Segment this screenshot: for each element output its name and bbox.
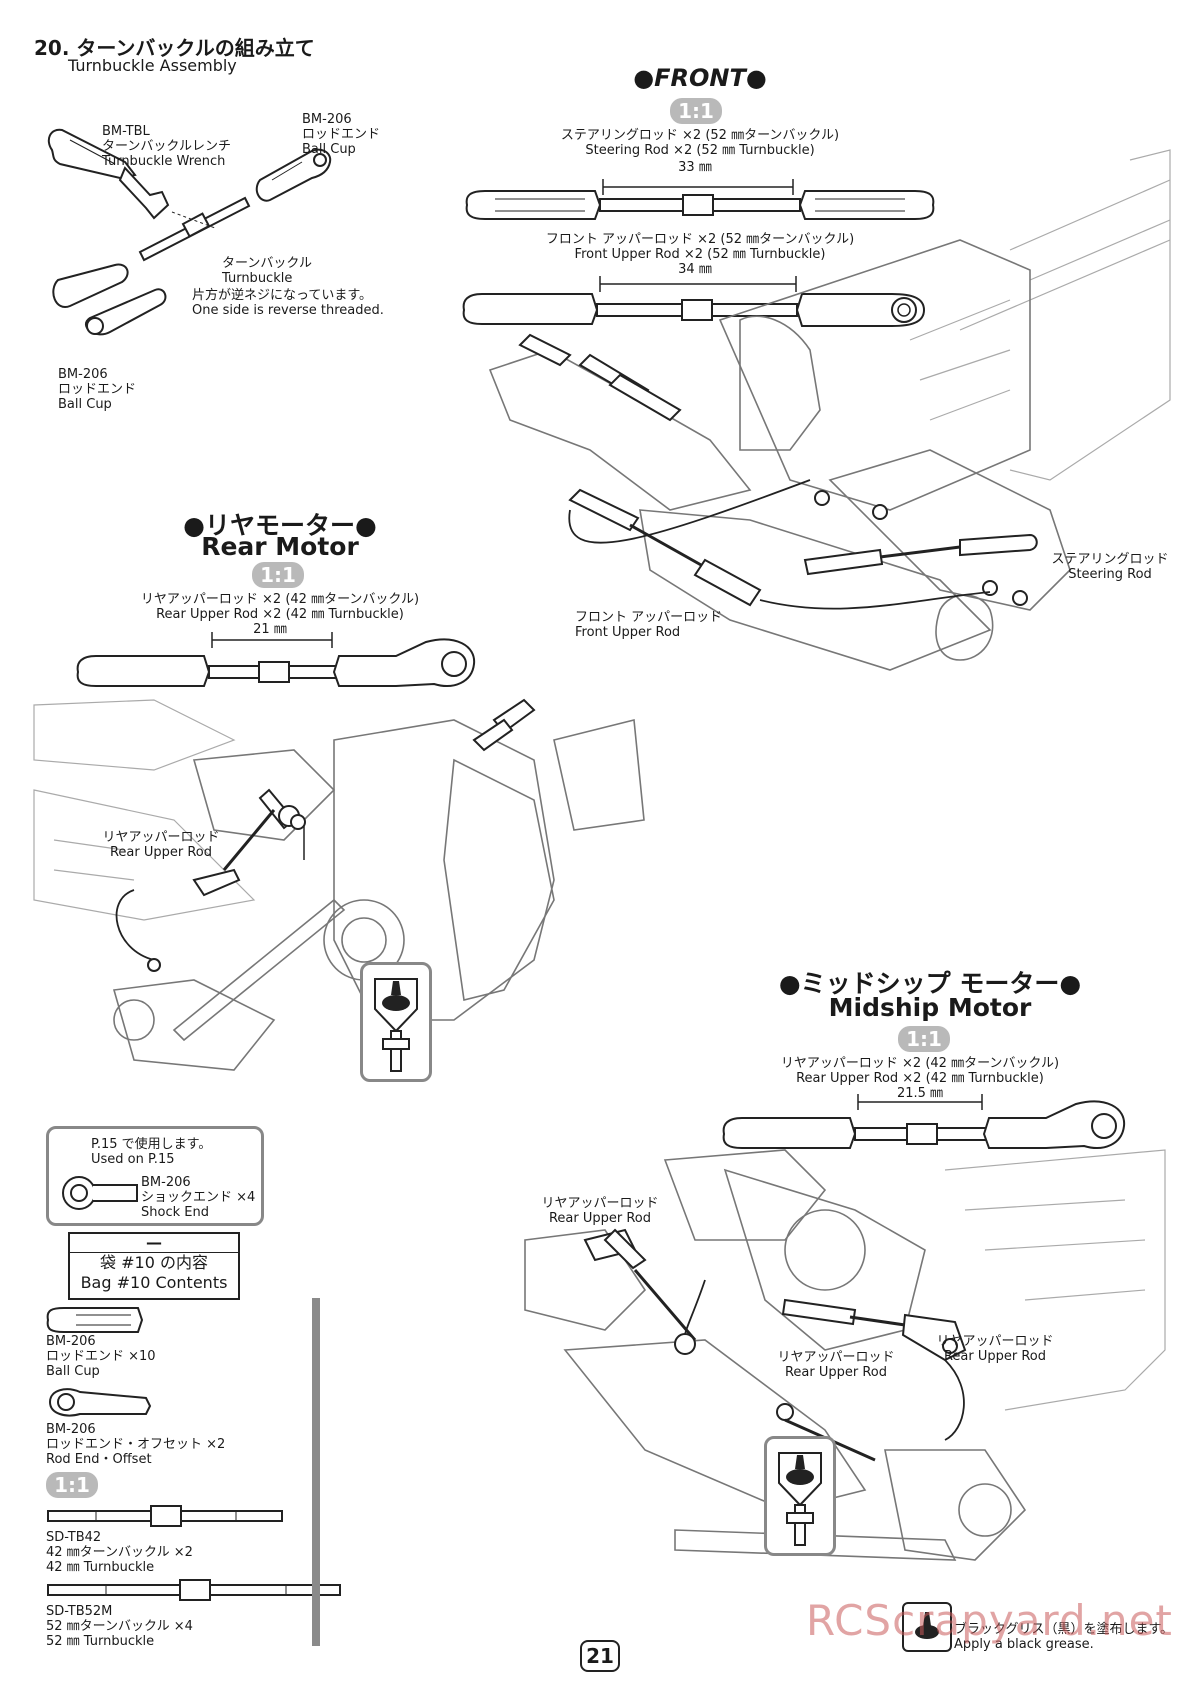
mid-heading-en: Midship Motor (828, 993, 1032, 1022)
ball-cup-top-illustration (255, 148, 332, 202)
used-on-text: P.15 で使用します。Used on P.15 (91, 1137, 212, 1167)
rear-upper-rod-1to1 (76, 632, 476, 687)
mid-rod-spec: リヤアッパーロッド ×2 (42 ㎜ターンバックル)Rear Upper Rod… (780, 1056, 1060, 1086)
mid-grease-box (764, 1436, 836, 1556)
watermark: RCScrapyard.net (806, 1596, 1173, 1645)
parts-scale-badge: 1:1 (46, 1472, 98, 1498)
midship-chassis-illustration (524, 1149, 1166, 1561)
front-upper-spec: フロント アッパーロッド ×2 (52 ㎜ターンバックル)Front Upper… (545, 232, 855, 262)
rear-scale-badge: 1:1 (252, 562, 304, 588)
turnbuckle-assembly-diagram (47, 128, 332, 336)
front-upper-length: 34 ㎜ (678, 262, 712, 277)
rear-heading-en: Rear Motor (201, 532, 359, 561)
ball-cup-bottom-illustration (52, 263, 167, 336)
grease-dab-icon (374, 978, 418, 1072)
page-number: 21 (580, 1640, 620, 1672)
ball-cup-part-icon (46, 1307, 144, 1333)
mid-rod-length: 21.5 ㎜ (896, 1086, 944, 1101)
rear-grease-box (360, 962, 432, 1082)
turnbuckle-52-part-icon (47, 1579, 341, 1601)
parts-divider-bar (312, 1298, 320, 1646)
bag-title-jp: 袋 #10 の内容 (100, 1253, 208, 1272)
front-chassis-illustration (488, 149, 1171, 671)
front-upper-rod-1to1 (462, 276, 926, 327)
section-title: 20. ターンバックルの組み立て (34, 36, 315, 60)
rear-heading-jp: ●リヤモーター● (183, 511, 377, 540)
rear-rod-length: 21 ㎜ (253, 622, 287, 637)
front-steer-spec: ステアリングロッド ×2 (52 ㎜ターンバックル)Steering Rod ×… (560, 128, 840, 158)
turnbuckle-illustration (138, 196, 251, 262)
rod-end-offset-part-icon (48, 1388, 152, 1417)
section-subtitle: Turnbuckle Assembly (68, 56, 237, 75)
mid-scale-badge: 1:1 (898, 1026, 950, 1052)
front-steer-length: 33 ㎜ (678, 160, 712, 175)
front-heading: ●FRONT● (633, 64, 767, 92)
turnbuckle-wrench-illustration (47, 128, 170, 220)
mid-upper-rod-1to1 (722, 1094, 1126, 1149)
grease-legend-text: ブラックグリス（黒）を塗布します。Apply a black grease. (954, 1622, 1174, 1652)
rear-motor-chassis-illustration (33, 698, 645, 1071)
shock-end-icon (62, 1176, 138, 1210)
front-rods-dark (518, 333, 1038, 610)
steering-rod-1to1 (465, 179, 935, 220)
grease-legend-icon (902, 1602, 952, 1652)
reverse-thread-note: 片方が逆ネジになっています。One side is reverse thread… (192, 288, 384, 318)
front-scale-badge: 1:1 (670, 98, 722, 124)
rear-rod-spec: リヤアッパーロッド ×2 (42 ㎜ターンバックル)Rear Upper Rod… (140, 592, 420, 622)
mid-heading-jp: ●ミッドシップ モーター● (778, 969, 1082, 998)
bag-title-en: Bag #10 Contents (80, 1273, 228, 1292)
turnbuckle-42-part-icon (47, 1505, 283, 1527)
grease-dab-icon (778, 1452, 822, 1546)
bag-contents-box: — 袋 #10 の内容 Bag #10 Contents (68, 1232, 240, 1300)
bag-header-dash: — (70, 1234, 238, 1253)
